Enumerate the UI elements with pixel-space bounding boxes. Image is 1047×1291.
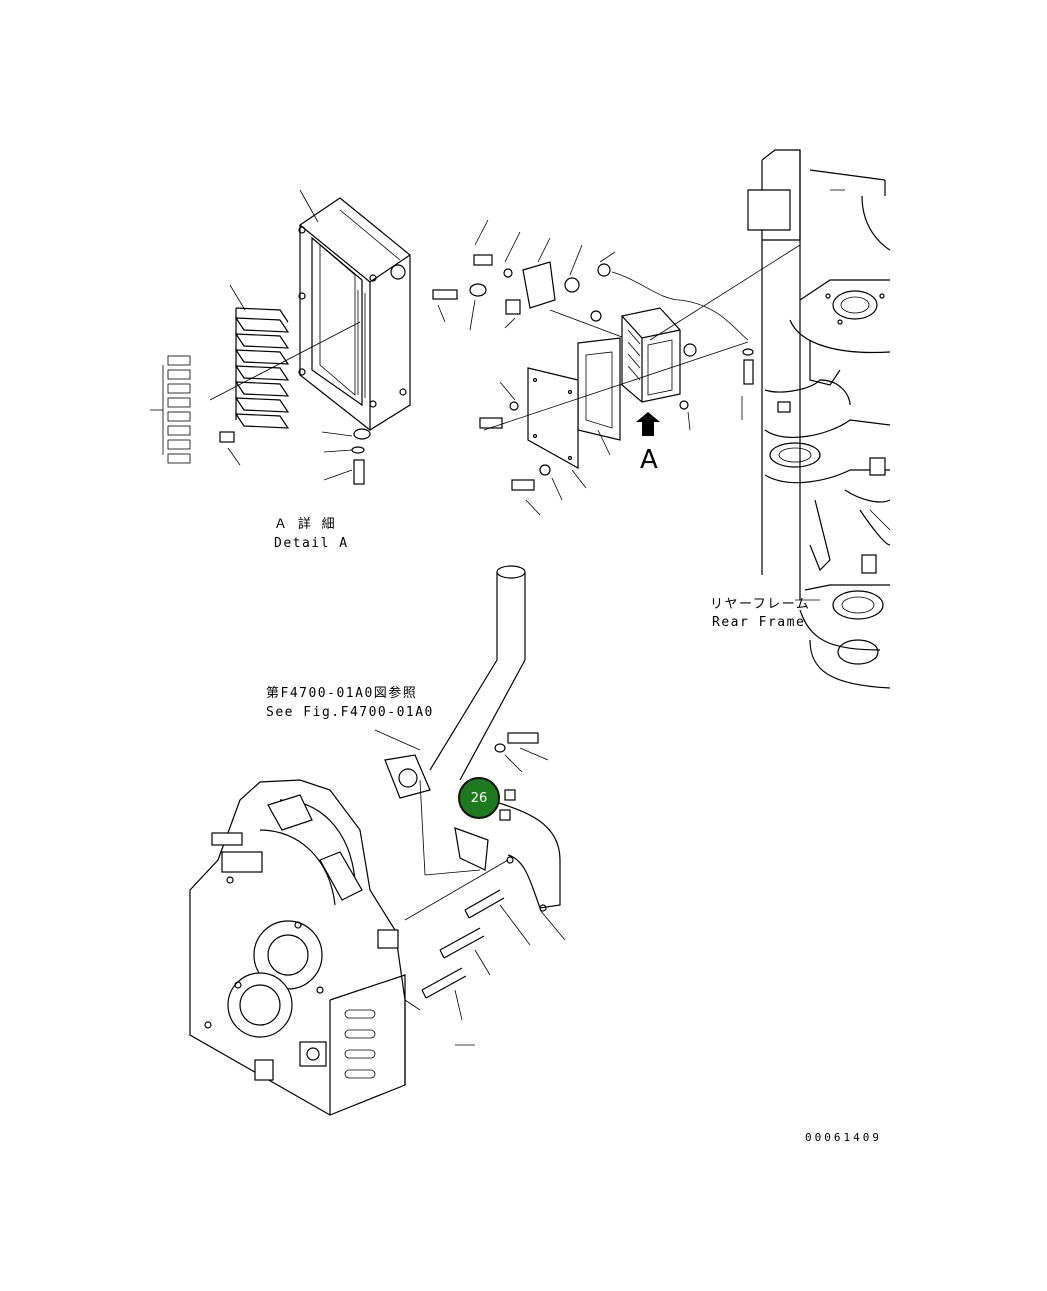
- drawing-number: 00061409: [805, 1131, 882, 1144]
- cover-plate: [527, 337, 621, 470]
- bracket-parts: [454, 732, 566, 941]
- pipe: [374, 565, 526, 876]
- detail-a-label-jp: Ａ 詳 細: [274, 517, 337, 532]
- fuse-block: [209, 284, 361, 429]
- rear-frame-label-en: Rear Frame: [712, 615, 806, 630]
- arrow-a-label: A: [640, 445, 658, 475]
- part-callout-26[interactable]: 26: [458, 777, 500, 819]
- relay-box: [590, 307, 697, 431]
- see-fig-label-en: See Fig.F4700-01A0: [266, 705, 434, 720]
- rear-frame-drawing: [747, 149, 891, 689]
- fuses: [150, 355, 191, 464]
- frame-bolt: [649, 244, 801, 420]
- cover-bolts: [479, 341, 749, 516]
- sensor-rods: [404, 859, 531, 1021]
- connector-assembly: [432, 219, 749, 341]
- see-fig-label-jp: 第F4700-01A0図参照: [266, 686, 418, 701]
- view-arrow-a: [636, 412, 660, 436]
- transmission-housing: [189, 779, 475, 1116]
- rear-frame-label-jp: リヤーフレーム: [710, 597, 811, 612]
- box-fasteners: [219, 428, 371, 485]
- junction-box: [298, 189, 411, 431]
- detail-a-label-en: Detail A: [274, 536, 349, 551]
